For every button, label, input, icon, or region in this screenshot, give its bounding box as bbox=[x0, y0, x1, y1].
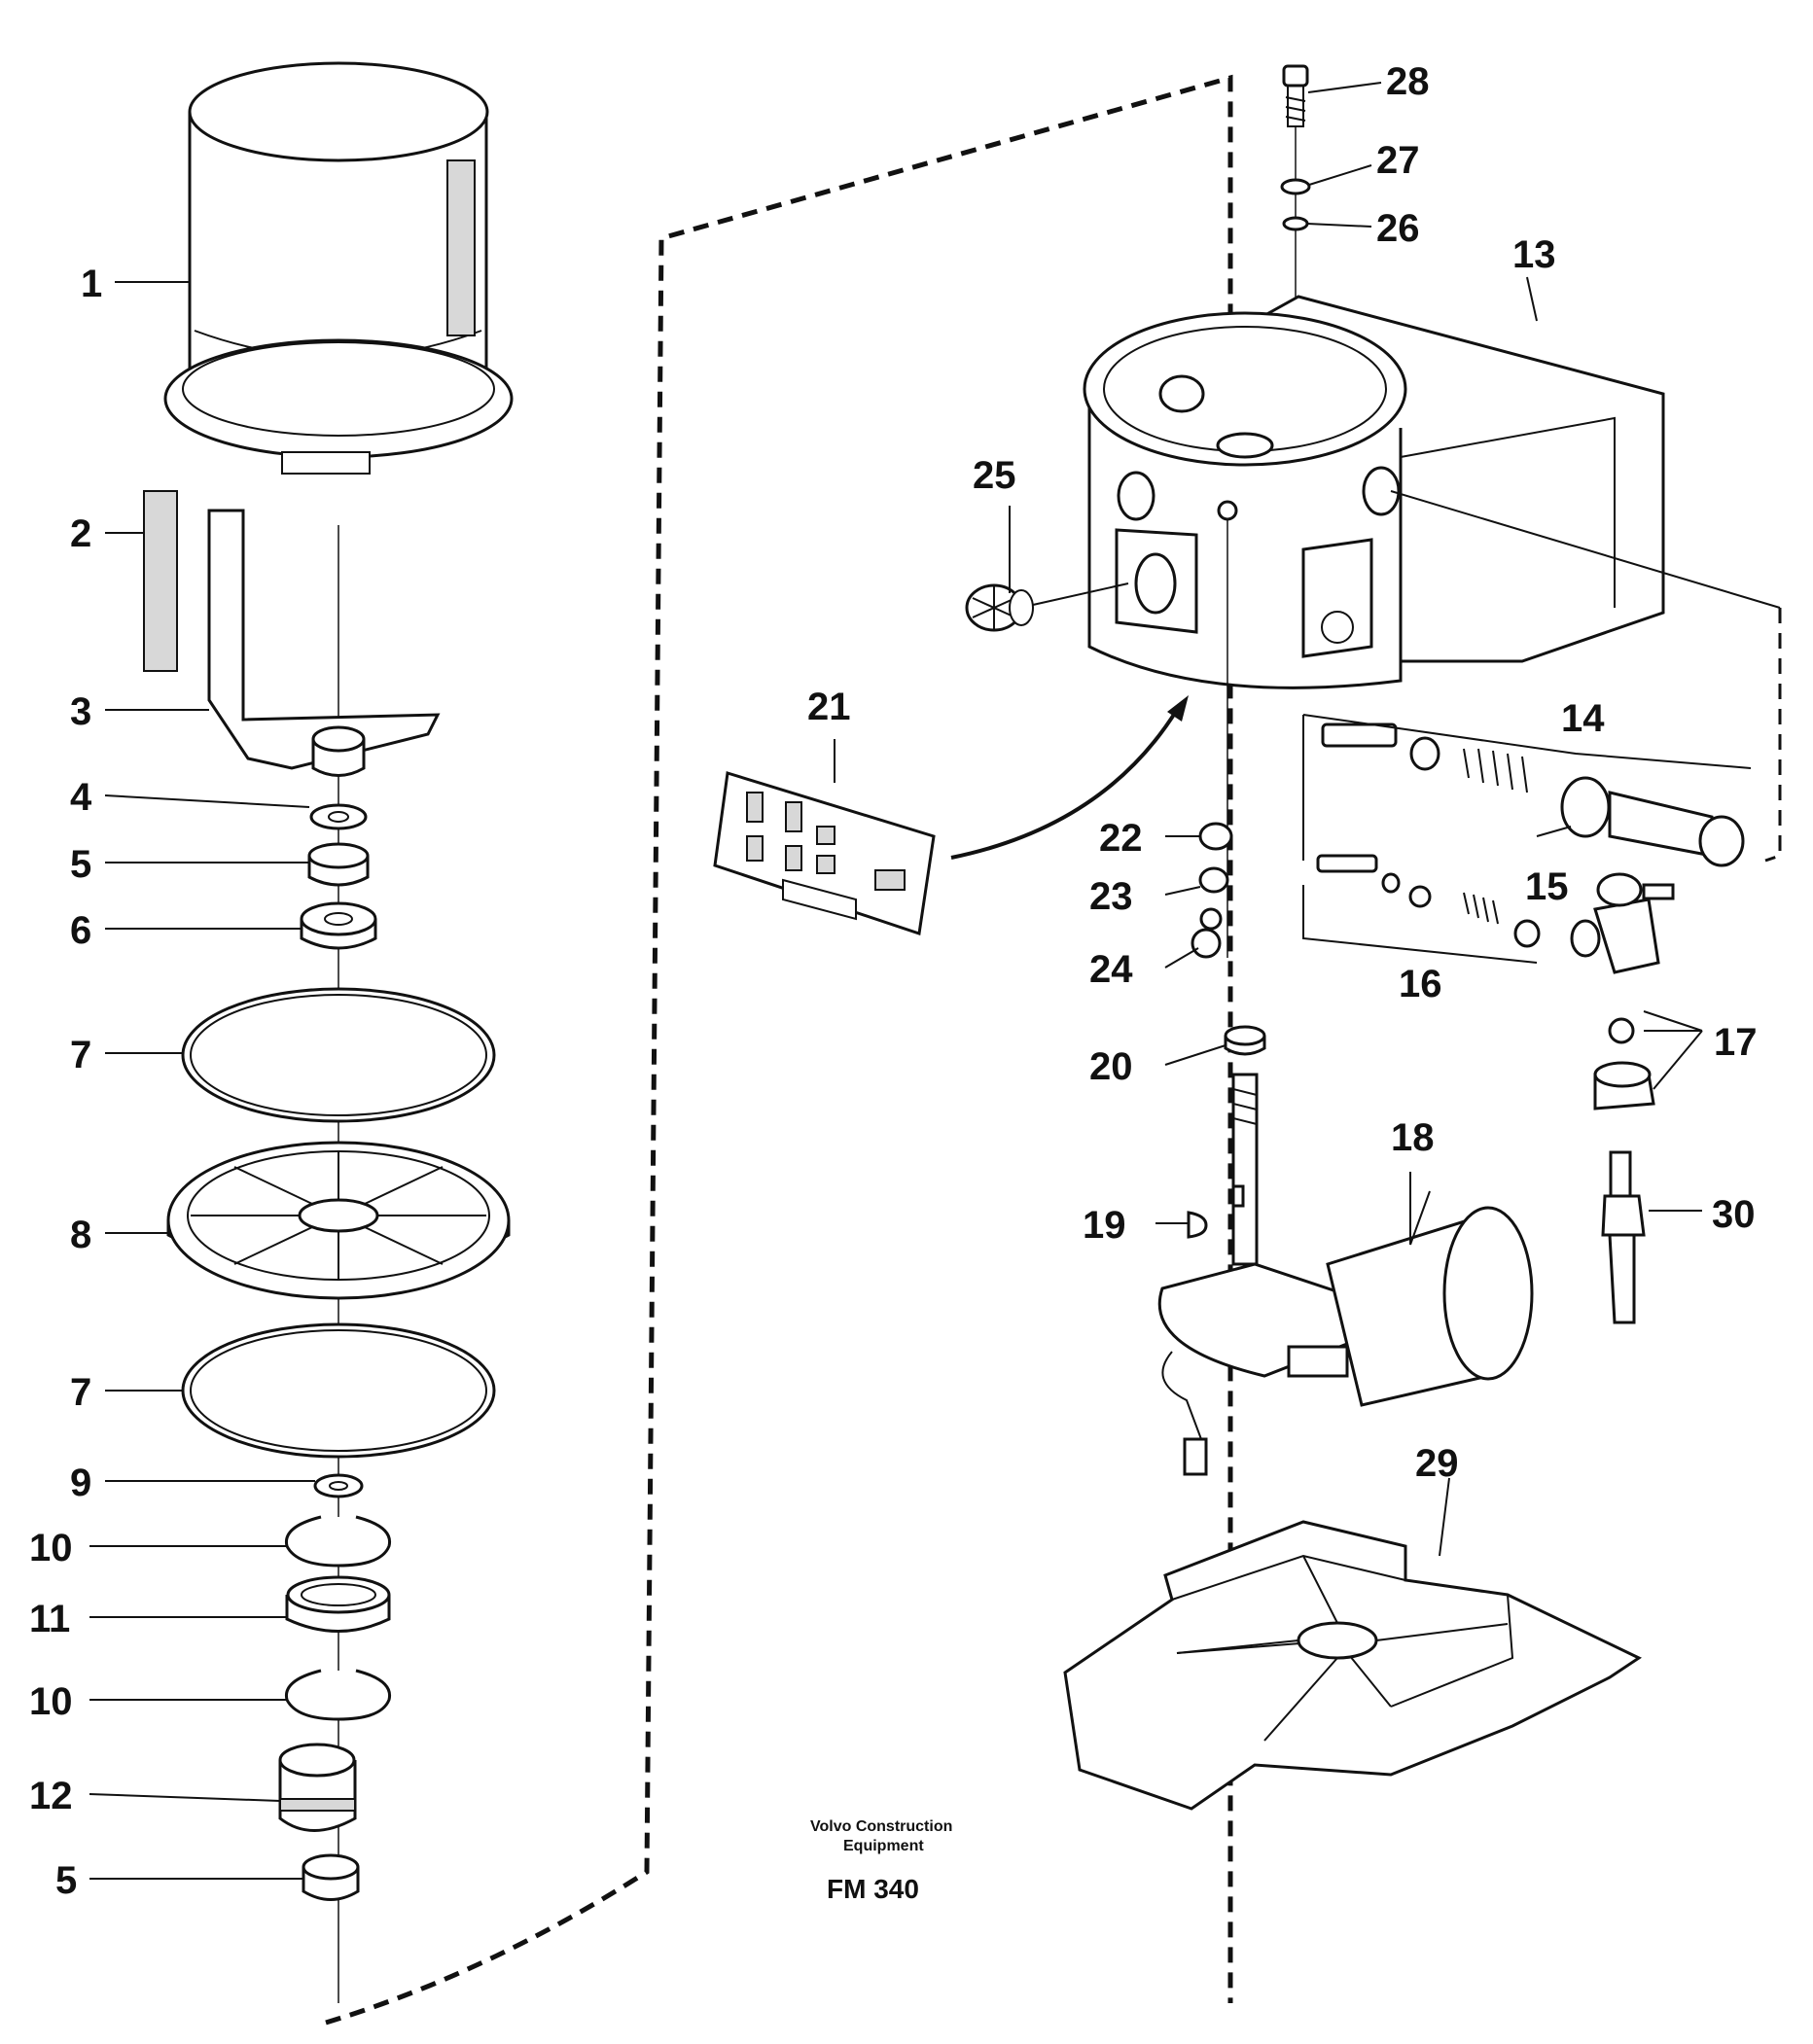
callout-3: 3 bbox=[70, 690, 91, 733]
part-19-key bbox=[1187, 1211, 1208, 1239]
part-5-spacer-upper bbox=[307, 842, 370, 887]
part-5-spacer-lower bbox=[302, 1853, 360, 1901]
callout-29: 29 bbox=[1415, 1442, 1459, 1485]
callout-4: 4 bbox=[70, 776, 92, 819]
part-4-washer bbox=[309, 803, 368, 830]
assembly-boundary-dashed bbox=[325, 74, 1233, 2026]
callout-2: 2 bbox=[70, 512, 91, 555]
callout-27: 27 bbox=[1376, 139, 1420, 182]
callout-18: 18 bbox=[1391, 1116, 1435, 1159]
part-26-washer bbox=[1282, 216, 1309, 231]
part-2-strip bbox=[143, 490, 178, 672]
housing-to-14-leader bbox=[1390, 490, 1781, 609]
part-17-elbow-fitting bbox=[1570, 872, 1675, 1110]
callout-21: 21 bbox=[807, 686, 851, 728]
part-1-reservoir bbox=[163, 61, 514, 475]
part-18-motor bbox=[1157, 1073, 1534, 1476]
callout-17: 17 bbox=[1714, 1021, 1758, 1064]
part-13-pump-housing bbox=[1083, 295, 1665, 689]
callout-9: 9 bbox=[70, 1462, 91, 1504]
callout-12: 12 bbox=[29, 1775, 73, 1817]
part-10-circlip-lower bbox=[284, 1669, 392, 1721]
part-25-plug bbox=[965, 583, 1034, 632]
callout-6: 6 bbox=[70, 909, 91, 952]
part-16-valve-set bbox=[1316, 854, 1541, 948]
part-11-sleeve bbox=[285, 1575, 391, 1633]
part-14-relief-valve bbox=[1321, 722, 1745, 867]
part-22-seat bbox=[1198, 822, 1233, 851]
callout-5-lower: 5 bbox=[55, 1859, 77, 1902]
callout-1: 1 bbox=[81, 263, 102, 305]
part-24-check-valve bbox=[1191, 907, 1223, 959]
part-16-bracket-line bbox=[1302, 885, 1538, 964]
callout-7-upper: 7 bbox=[70, 1034, 91, 1076]
callout-7-lower: 7 bbox=[70, 1371, 91, 1414]
part-30-connector bbox=[1601, 1150, 1646, 1324]
part-14-bracket bbox=[1764, 608, 1782, 863]
callout-19: 19 bbox=[1083, 1204, 1126, 1247]
part-29-base-plate bbox=[1063, 1520, 1643, 1811]
callout-30: 30 bbox=[1712, 1193, 1756, 1236]
callout-28: 28 bbox=[1386, 60, 1430, 103]
callout-16: 16 bbox=[1399, 963, 1442, 1005]
part-20-ring bbox=[1224, 1025, 1266, 1056]
part-8-follower-plate bbox=[166, 1141, 511, 1300]
part-6-bearing bbox=[300, 901, 377, 950]
callout-23: 23 bbox=[1089, 875, 1133, 918]
callout-15: 15 bbox=[1525, 865, 1569, 908]
part-28-screw bbox=[1282, 64, 1309, 127]
credit-line-1: Volvo Construction bbox=[810, 1818, 952, 1835]
callout-24: 24 bbox=[1089, 948, 1133, 991]
part-21-circuit-board bbox=[713, 771, 936, 935]
callout-14: 14 bbox=[1561, 697, 1605, 740]
part-23-spring-seat bbox=[1198, 866, 1229, 894]
credit-line-2: Equipment bbox=[843, 1838, 924, 1854]
board-insert-arrowhead bbox=[1167, 695, 1189, 722]
left-leader-lines bbox=[89, 281, 315, 1880]
callout-10-upper: 10 bbox=[29, 1527, 73, 1569]
part-27-washer bbox=[1280, 178, 1311, 195]
part-9-washer bbox=[313, 1473, 364, 1498]
board-insert-arrow bbox=[950, 708, 1179, 860]
callout-22: 22 bbox=[1099, 817, 1143, 860]
callout-20: 20 bbox=[1089, 1045, 1133, 1088]
part-10-circlip-upper bbox=[284, 1515, 392, 1568]
plug-leader-line bbox=[1032, 582, 1129, 606]
callout-25: 25 bbox=[973, 454, 1016, 497]
part-14-bracket-line bbox=[1302, 714, 1752, 861]
callout-13: 13 bbox=[1512, 233, 1556, 276]
part-7-o-ring-lower bbox=[181, 1322, 496, 1459]
part-17-leader-lines bbox=[1643, 1010, 1703, 1090]
callout-26: 26 bbox=[1376, 207, 1420, 250]
callout-11: 11 bbox=[29, 1598, 70, 1640]
part-7-o-ring-upper bbox=[181, 987, 496, 1123]
figure-code: FM 340 bbox=[827, 1874, 919, 1904]
callout-8: 8 bbox=[70, 1214, 91, 1256]
right-leader-lines bbox=[834, 82, 1702, 1557]
part-12-piston bbox=[278, 1743, 357, 1832]
part-3-stirrer bbox=[207, 509, 441, 777]
callout-10-lower: 10 bbox=[29, 1680, 73, 1723]
callout-5-upper: 5 bbox=[70, 843, 91, 886]
